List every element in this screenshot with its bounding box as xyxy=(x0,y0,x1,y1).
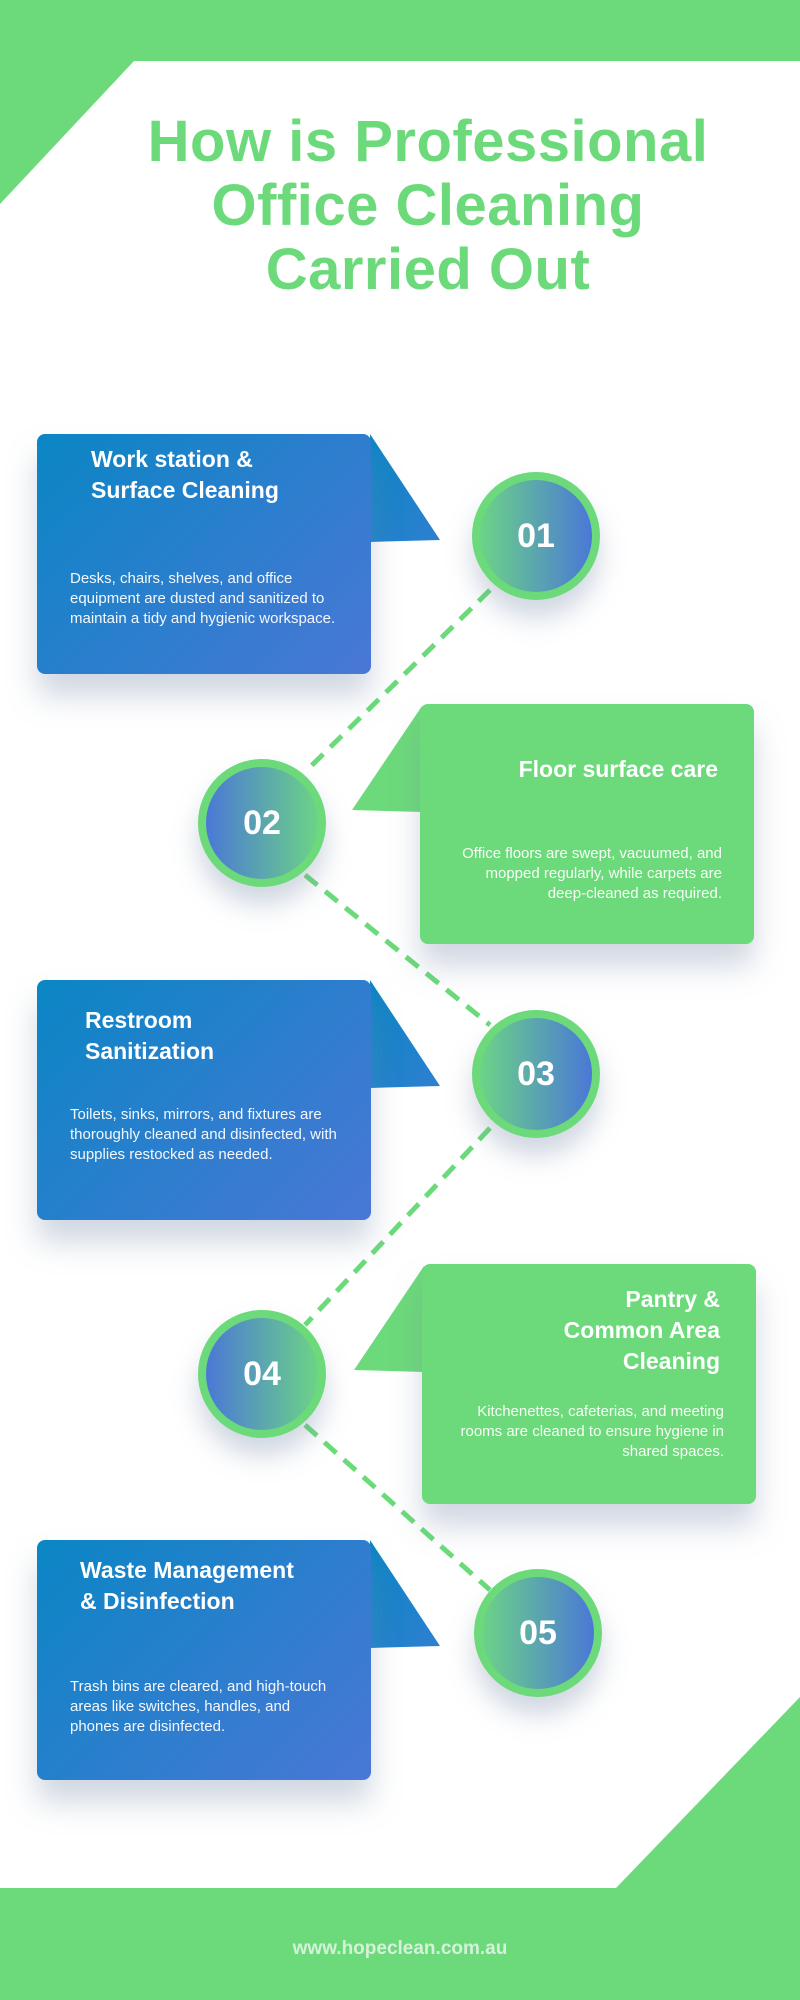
card-tab xyxy=(370,1540,440,1648)
connector-lines xyxy=(303,588,492,1592)
step-card-3: Restroom Sanitization Toilets, sinks, mi… xyxy=(37,980,371,1220)
step-description: Toilets, sinks, mirrors, and fixtures ar… xyxy=(70,1106,337,1163)
step-title: Waste Management & Disinfection xyxy=(80,1557,294,1614)
title-line: Office Cleaning xyxy=(211,173,645,238)
step-number-badge-5: 05 xyxy=(474,1569,602,1697)
card-tab xyxy=(354,1266,424,1372)
step-card-5: Waste Management & Disinfection Trash bi… xyxy=(37,1540,371,1780)
step-number: 01 xyxy=(480,480,592,592)
top-left-triangle xyxy=(0,61,134,204)
step-card-2: Floor surface care Office floors are swe… xyxy=(420,704,754,944)
step-number: 05 xyxy=(482,1577,594,1689)
step-description: Desks, chairs, shelves, and office equip… xyxy=(70,570,336,627)
step-number: 03 xyxy=(480,1018,592,1130)
card-tab xyxy=(370,980,440,1088)
bottom-right-triangle xyxy=(616,1697,800,1888)
card-tab xyxy=(370,434,440,542)
step-title: Work station & Surface Cleaning xyxy=(91,446,279,503)
page-title: How is Professional Office Cleaning Carr… xyxy=(100,110,756,302)
step-card-1: Work station & Surface Cleaning Desks, c… xyxy=(37,434,371,674)
step-number-badge-1: 01 xyxy=(472,472,600,600)
footer-website-link[interactable]: www.hopeclean.com.au xyxy=(292,1938,508,1959)
title-line: Carried Out xyxy=(265,237,591,302)
step-description: Kitchenettes, cafeterias, and meeting ro… xyxy=(460,1403,725,1460)
step-number-badge-2: 02 xyxy=(198,759,326,887)
step-description: Office floors are swept, vacuumed, and m… xyxy=(462,845,722,902)
step-number-badge-4: 04 xyxy=(198,1310,326,1438)
footer-band xyxy=(0,1888,800,2000)
step-title: Restroom Sanitization xyxy=(85,1007,215,1064)
step-card-4: Pantry & Common Area Cleaning Kitchenett… xyxy=(422,1264,756,1504)
step-number-badge-3: 03 xyxy=(472,1010,600,1138)
top-band xyxy=(0,0,800,61)
card-tab xyxy=(352,706,422,812)
step-description: Trash bins are cleared, and high-touch a… xyxy=(70,1678,327,1735)
step-title: Pantry & Common Area Cleaning xyxy=(563,1286,720,1374)
step-number: 02 xyxy=(206,767,318,879)
title-line: How is Professional xyxy=(147,109,709,174)
step-number: 04 xyxy=(206,1318,318,1430)
step-title: Floor surface care xyxy=(518,756,718,782)
